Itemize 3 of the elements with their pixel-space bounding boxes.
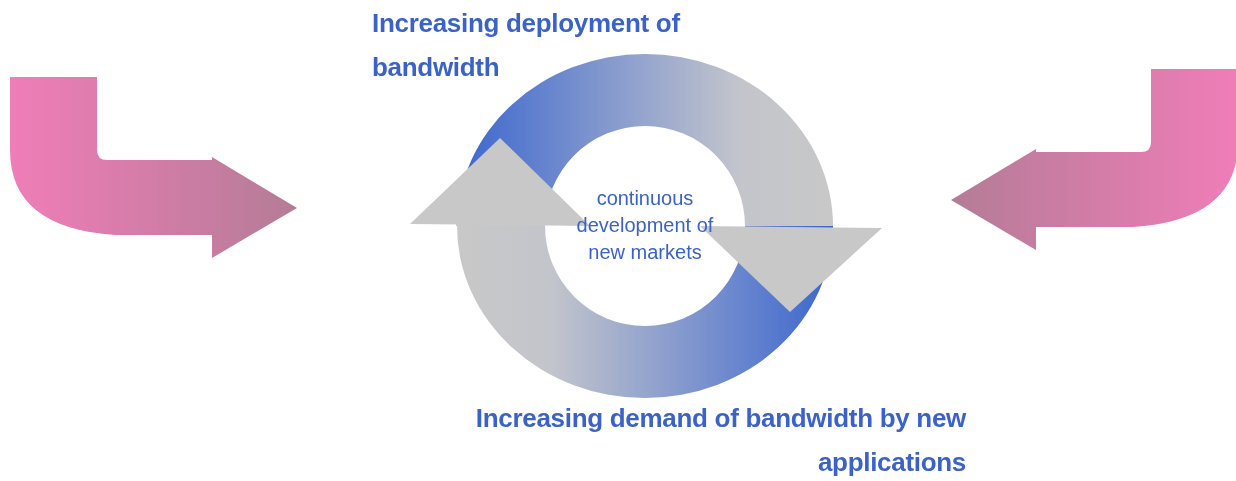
cycle-center: continuous development of new markets [560,150,730,300]
heading: Increasing demand of bandwidth by new applications [474,402,966,479]
heading: Increasing deployment of bandwidth [372,7,682,84]
